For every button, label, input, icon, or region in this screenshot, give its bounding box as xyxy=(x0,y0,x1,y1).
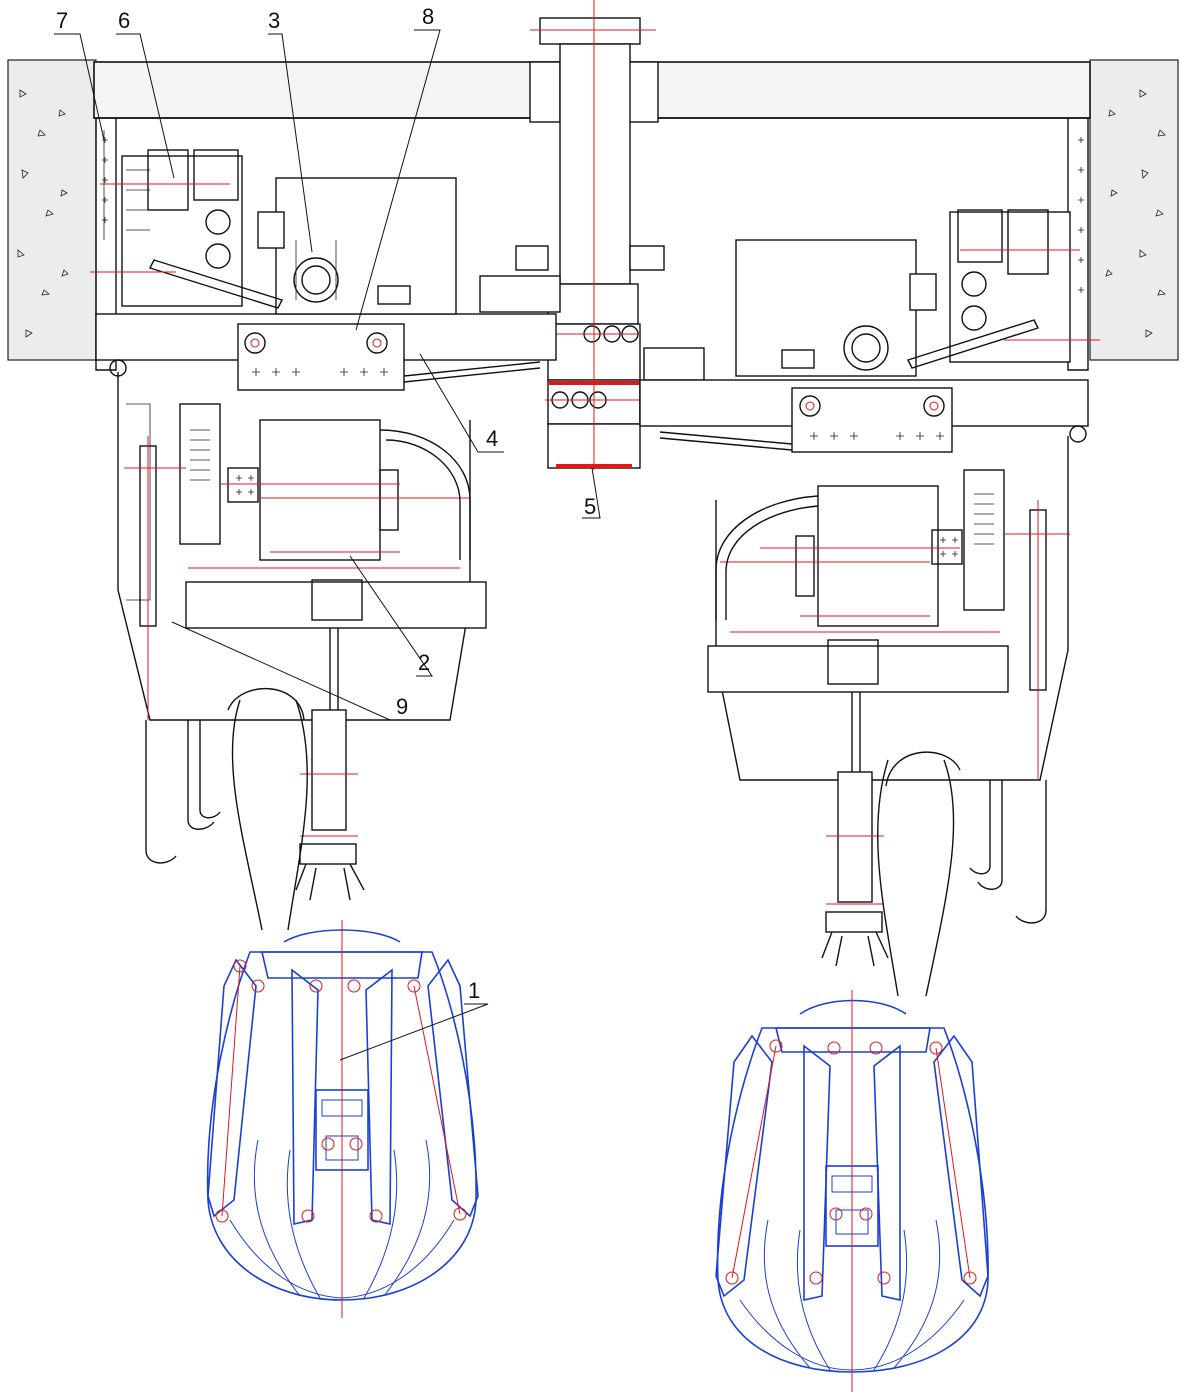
left-grab xyxy=(206,920,479,1318)
callout-labels: 7 6 3 8 4 5 2 9 1 xyxy=(56,4,596,1003)
callout-8: 8 xyxy=(422,4,434,29)
callout-3: 3 xyxy=(268,8,280,33)
callout-7: 7 xyxy=(56,8,68,33)
callout-6: 6 xyxy=(118,8,130,33)
callout-leaders xyxy=(54,29,601,1061)
right-trolley xyxy=(639,209,1100,997)
callout-2: 2 xyxy=(418,650,430,675)
right-grab xyxy=(715,990,989,1392)
left-hanger xyxy=(95,118,117,371)
left-wall xyxy=(7,59,97,361)
callout-1: 1 xyxy=(468,978,480,1003)
callout-4: 4 xyxy=(486,426,498,451)
callout-9: 9 xyxy=(396,694,408,719)
right-hanger xyxy=(1067,118,1089,371)
callout-5: 5 xyxy=(584,494,596,519)
right-wall xyxy=(1089,59,1179,361)
left-trolley xyxy=(90,149,557,931)
